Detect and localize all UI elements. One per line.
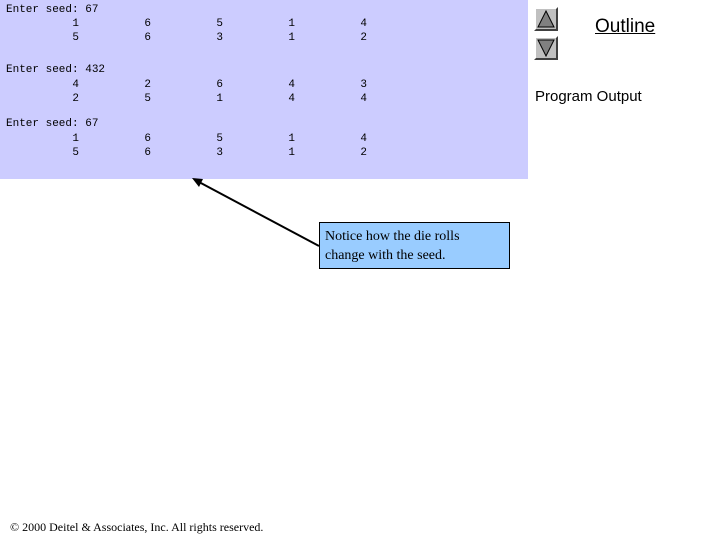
callout-text-line: change with the seed. <box>325 248 446 263</box>
roll-value: 1 <box>288 133 295 145</box>
section-label: Program Output <box>535 88 642 105</box>
seed-prompt: Enter seed: 432 <box>6 64 106 76</box>
roll-value: 4 <box>360 93 367 105</box>
seed-prompt: Enter seed: 67 <box>6 4 99 16</box>
program-output-panel: Enter seed: 67 1 6 5 1 4 5 6 3 1 2 Enter… <box>0 0 528 179</box>
roll-value: 4 <box>72 79 79 91</box>
seed-prompt: Enter seed: 67 <box>6 118 99 130</box>
triangle-down-icon <box>537 39 555 57</box>
roll-value: 5 <box>216 18 223 30</box>
roll-value: 3 <box>216 147 223 159</box>
roll-value: 4 <box>288 93 295 105</box>
roll-value: 2 <box>144 79 151 91</box>
roll-value: 4 <box>360 18 367 30</box>
next-slide-button[interactable] <box>534 36 558 60</box>
roll-value: 1 <box>216 93 223 105</box>
triangle-up-icon <box>537 10 555 28</box>
callout-text-line: Notice how the die rolls <box>325 229 460 244</box>
roll-value: 5 <box>216 133 223 145</box>
roll-value: 1 <box>72 133 79 145</box>
roll-value: 1 <box>288 32 295 44</box>
roll-value: 1 <box>288 18 295 30</box>
roll-value: 5 <box>72 32 79 44</box>
roll-value: 6 <box>144 147 151 159</box>
roll-value: 6 <box>216 79 223 91</box>
roll-value: 3 <box>216 32 223 44</box>
roll-value: 5 <box>144 93 151 105</box>
roll-value: 6 <box>144 133 151 145</box>
roll-value: 2 <box>360 32 367 44</box>
callout-note: Notice how the die rolls change with the… <box>319 222 510 269</box>
previous-slide-button[interactable] <box>534 7 558 31</box>
roll-value: 6 <box>144 18 151 30</box>
roll-value: 2 <box>72 93 79 105</box>
roll-value: 1 <box>288 147 295 159</box>
roll-value: 6 <box>144 32 151 44</box>
roll-value: 4 <box>360 133 367 145</box>
roll-value: 5 <box>72 147 79 159</box>
roll-value: 1 <box>72 18 79 30</box>
copyright-footer: © 2000 Deitel & Associates, Inc. All rig… <box>10 520 264 534</box>
roll-value: 4 <box>288 79 295 91</box>
outline-link[interactable]: Outline <box>595 16 656 37</box>
roll-value: 2 <box>360 147 367 159</box>
roll-value: 3 <box>360 79 367 91</box>
